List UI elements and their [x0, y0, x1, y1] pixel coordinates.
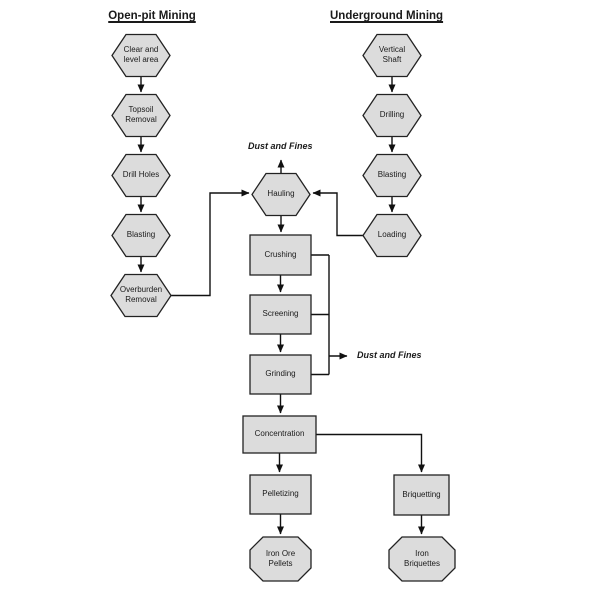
shape-clear-level	[111, 33, 171, 78]
shape-concentration	[242, 415, 317, 454]
shape-topsoil	[111, 93, 171, 138]
flow-arrows	[137, 76, 425, 535]
shape-drilling	[362, 93, 422, 138]
dust-fines-right-label: Dust and Fines	[357, 350, 422, 360]
shape-briquetting	[393, 474, 450, 516]
shape-crushing	[249, 234, 312, 276]
shape-vertical-shaft	[362, 33, 422, 78]
shape-overburden	[110, 273, 172, 318]
shape-blasting-underground	[362, 153, 422, 198]
flow-shapes	[110, 33, 456, 582]
shape-pelletizing	[249, 474, 312, 515]
dust-collector-line	[311, 254, 330, 376]
arrow-overburden-to-hauling	[171, 189, 250, 297]
shape-hauling	[251, 172, 311, 217]
shape-grinding	[249, 354, 312, 395]
underground-heading: Underground Mining	[330, 10, 444, 22]
shape-screening	[249, 294, 312, 335]
dust-fines-top-label: Dust and Fines	[248, 141, 313, 151]
shape-drill-holes	[111, 153, 171, 198]
arrow-loading-to-hauling	[312, 189, 363, 237]
open-pit-heading: Open-pit Mining	[108, 10, 196, 22]
shape-iron-briquettes	[388, 536, 456, 582]
shape-loading	[362, 213, 422, 258]
shape-iron-ore-pellets	[249, 536, 312, 582]
shape-blasting-open-pit	[111, 213, 171, 258]
arrow-concentration-to-briquetting	[316, 433, 425, 473]
